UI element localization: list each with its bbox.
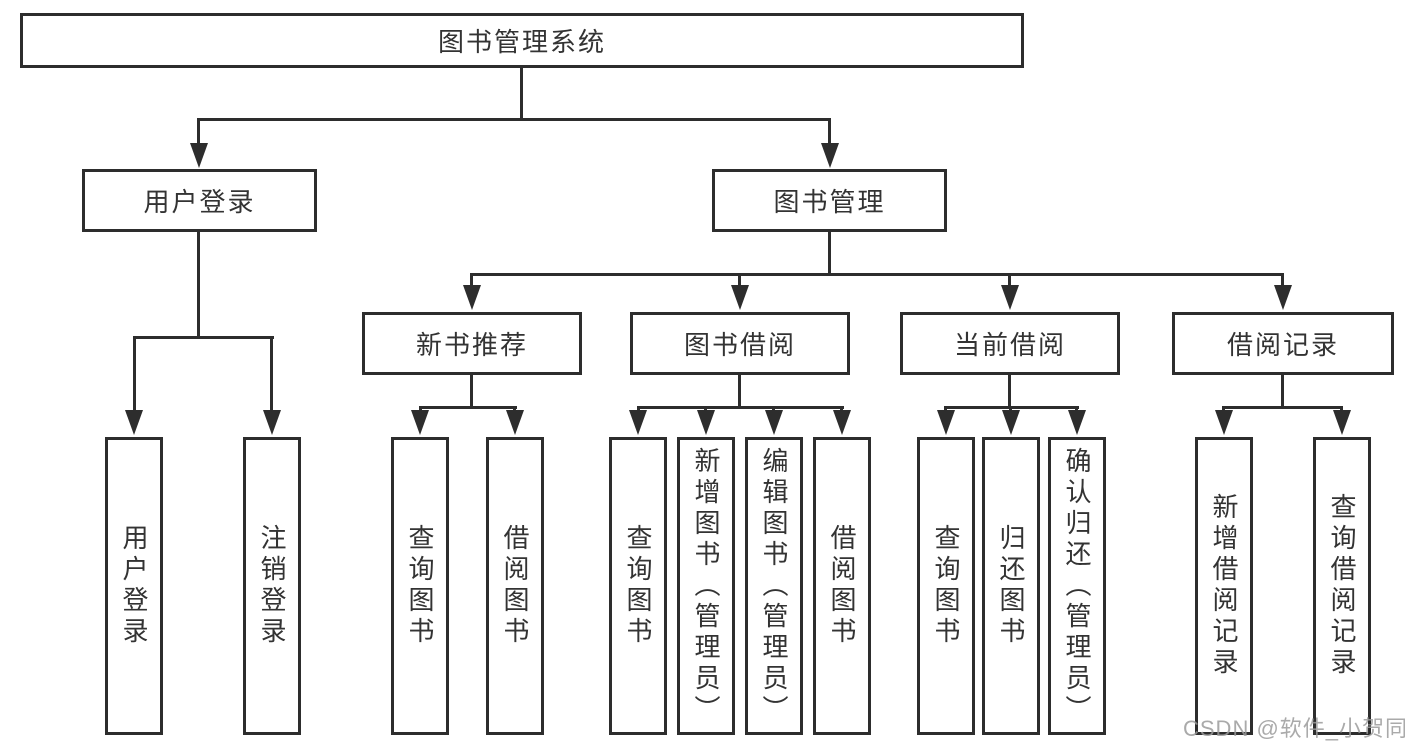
arrow-down-icon xyxy=(1274,285,1292,310)
connector-line xyxy=(1008,375,1011,409)
connector-line xyxy=(419,406,517,409)
node-label: 图书借阅 xyxy=(683,330,796,360)
node-label: 借阅记录 xyxy=(1226,330,1339,360)
node-book-management: 图书管理 xyxy=(712,169,947,232)
arrow-down-icon xyxy=(263,410,281,435)
leaf-label: 查询图书 xyxy=(931,524,961,648)
connector-line xyxy=(828,232,831,273)
arrow-down-icon xyxy=(411,410,429,435)
leaf-query-borrow-record: 查询借阅记录 xyxy=(1313,437,1371,735)
node-user-login: 用户登录 xyxy=(82,169,317,232)
connector-line xyxy=(637,406,844,409)
connector-line xyxy=(738,273,741,289)
arrow-down-icon xyxy=(125,410,143,435)
node-book-borrowing: 图书借阅 xyxy=(630,312,850,375)
node-label: 图书管理 xyxy=(773,187,886,217)
arrow-down-icon xyxy=(765,410,783,435)
leaf-label: 注销登录 xyxy=(257,524,287,648)
arrow-down-icon xyxy=(821,143,839,168)
node-current-borrowing: 当前借阅 xyxy=(900,312,1120,375)
leaf-label: 借阅图书 xyxy=(500,524,530,648)
connector-line xyxy=(133,336,136,414)
arrow-down-icon xyxy=(1215,410,1233,435)
leaf-label: 编辑图书（管理员） xyxy=(759,446,789,726)
connector-line xyxy=(197,232,200,336)
connector-line xyxy=(1223,406,1343,409)
node-new-book-recommendation: 新书推荐 xyxy=(362,312,582,375)
arrow-down-icon xyxy=(463,285,481,310)
arrow-down-icon xyxy=(506,410,524,435)
leaf-borrow-books: 借阅图书 xyxy=(813,437,871,735)
leaf-label: 用户登录 xyxy=(119,524,149,648)
leaf-query-books: 查询图书 xyxy=(609,437,667,735)
connector-line xyxy=(828,118,831,146)
leaf-add-books-admin: 新增图书（管理员） xyxy=(677,437,735,735)
connector-line xyxy=(470,273,473,289)
node-borrowing-records: 借阅记录 xyxy=(1172,312,1394,375)
connector-line xyxy=(1281,375,1284,409)
leaf-return-books: 归还图书 xyxy=(982,437,1040,735)
connector-line xyxy=(1008,273,1011,289)
arrow-down-icon xyxy=(629,410,647,435)
node-label: 用户登录 xyxy=(143,187,256,217)
connector-line xyxy=(470,375,473,409)
arrow-down-icon xyxy=(190,143,208,168)
connector-line xyxy=(945,406,1079,409)
connector-line xyxy=(197,118,831,121)
leaf-edit-books-admin: 编辑图书（管理员） xyxy=(745,437,803,735)
connector-line xyxy=(1281,273,1284,289)
arrow-down-icon xyxy=(697,410,715,435)
leaf-label: 查询借阅记录 xyxy=(1327,493,1357,679)
connector-line xyxy=(270,336,273,414)
arrow-down-icon xyxy=(1002,410,1020,435)
connector-line xyxy=(520,68,523,118)
leaf-label: 借阅图书 xyxy=(827,524,857,648)
leaf-add-borrow-record: 新增借阅记录 xyxy=(1195,437,1253,735)
leaf-label: 归还图书 xyxy=(996,524,1026,648)
leaf-user-login: 用户登录 xyxy=(105,437,163,735)
node-label: 新书推荐 xyxy=(415,330,528,360)
leaf-label: 新增图书（管理员） xyxy=(691,446,721,726)
leaf-label: 查询图书 xyxy=(405,524,435,648)
arrow-down-icon xyxy=(937,410,955,435)
leaf-label: 新增借阅记录 xyxy=(1209,493,1239,679)
node-library-management-system: 图书管理系统 xyxy=(20,13,1024,68)
arrow-down-icon xyxy=(731,285,749,310)
leaf-label: 确认归还（管理员） xyxy=(1062,446,1092,726)
arrow-down-icon xyxy=(833,410,851,435)
arrow-down-icon xyxy=(1333,410,1351,435)
leaf-borrow-books: 借阅图书 xyxy=(486,437,544,735)
leaf-query-books: 查询图书 xyxy=(391,437,449,735)
leaf-label: 查询图书 xyxy=(623,524,653,648)
leaf-query-books: 查询图书 xyxy=(917,437,975,735)
node-label: 图书管理系统 xyxy=(437,27,606,57)
leaf-confirm-return-admin: 确认归还（管理员） xyxy=(1048,437,1106,735)
connector-line xyxy=(471,273,1284,276)
arrow-down-icon xyxy=(1001,285,1019,310)
connector-line xyxy=(738,375,741,409)
connector-line xyxy=(133,336,274,339)
node-label: 当前借阅 xyxy=(953,330,1066,360)
connector-line xyxy=(197,118,200,146)
arrow-down-icon xyxy=(1068,410,1086,435)
csdn-watermark: CSDN @软件_小贺同学 xyxy=(1183,716,1405,741)
leaf-logout: 注销登录 xyxy=(243,437,301,735)
